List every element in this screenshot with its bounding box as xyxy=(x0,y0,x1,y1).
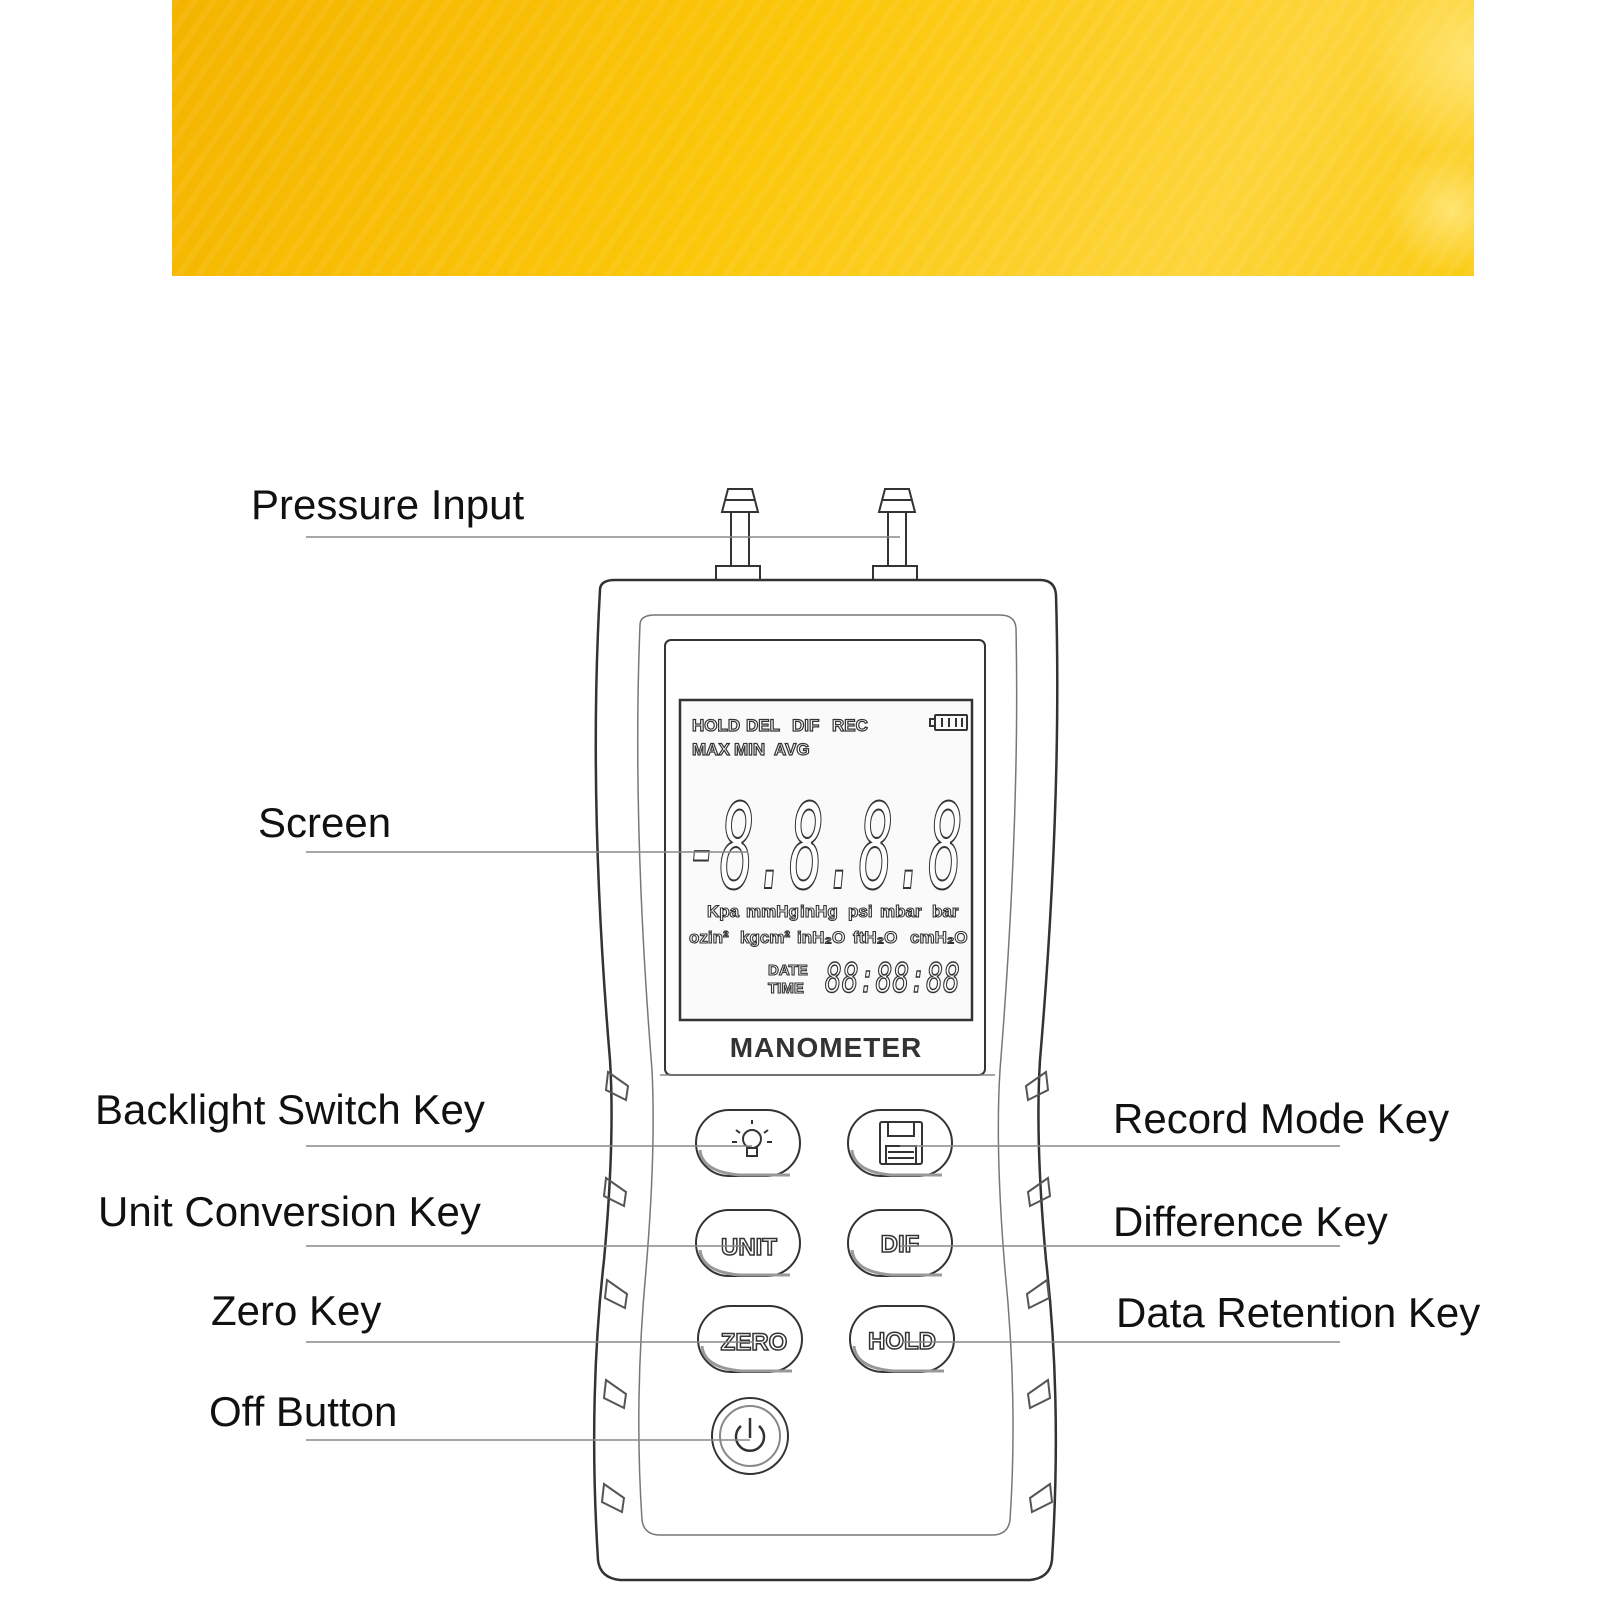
side-grips xyxy=(600,1070,1054,1514)
lcd-unit-mmhg: mmHg xyxy=(746,902,799,921)
label-off-button: Off Button xyxy=(209,1388,398,1435)
lcd-indicator-hold: HOLD xyxy=(692,716,740,735)
banner-stripes xyxy=(172,0,1474,276)
power-button[interactable] xyxy=(711,1397,789,1475)
lcd-indicator-max: MAX xyxy=(692,740,730,759)
lcd-main-reading: -8.8.8.8 xyxy=(685,778,963,916)
pressure-port-left xyxy=(715,488,761,581)
lcd-indicator-rec: REC xyxy=(832,716,868,735)
difference-button[interactable]: DIF xyxy=(847,1209,953,1277)
lcd-unit-psi: psi xyxy=(848,902,873,921)
lcd-unit-kgcm2: kgcm² xyxy=(740,928,790,947)
pressure-port-right xyxy=(872,488,918,581)
lcd-indicator-avg: AVG xyxy=(774,740,810,759)
lcd-time-label: TIME xyxy=(768,980,804,997)
device-brand-label: MANOMETER xyxy=(730,1032,923,1063)
hold-button[interactable]: HOLD xyxy=(849,1305,955,1373)
label-zero-key: Zero Key xyxy=(211,1287,382,1334)
label-unit-conversion-key: Unit Conversion Key xyxy=(98,1188,481,1235)
lcd-unit-inhg: inHg xyxy=(800,902,838,921)
backlight-button[interactable] xyxy=(695,1109,801,1177)
dif-button-label: DIF xyxy=(881,1231,920,1258)
lcd-unit-ozin2: ozin² xyxy=(689,928,729,947)
lcd-unit-bar: bar xyxy=(932,902,959,921)
label-pressure-input: Pressure Input xyxy=(251,481,525,528)
unit-conversion-button[interactable]: UNIT xyxy=(695,1209,801,1277)
lcd-indicator-min: MIN xyxy=(734,740,765,759)
device-inner-rim xyxy=(636,614,1018,1536)
lcd-time-reading: 88:88:88 xyxy=(825,956,960,1002)
label-backlight-switch-key: Backlight Switch Key xyxy=(95,1086,485,1133)
label-data-retention-key: Data Retention Key xyxy=(1116,1289,1481,1336)
zero-button[interactable]: ZERO xyxy=(697,1305,803,1373)
header-banner xyxy=(172,0,1474,276)
lcd-date-label: DATE xyxy=(768,962,808,979)
battery-icon xyxy=(929,714,968,731)
label-difference-key: Difference Key xyxy=(1113,1198,1388,1245)
lcd-unit-mbar: mbar xyxy=(880,902,922,921)
label-record-mode-key: Record Mode Key xyxy=(1113,1095,1450,1142)
lcd-screen xyxy=(678,698,974,1022)
record-mode-button[interactable] xyxy=(847,1109,953,1177)
unit-button-label: UNIT xyxy=(721,1234,777,1261)
lcd-unit-inh2o: inH₂O xyxy=(797,928,845,947)
label-screen: Screen xyxy=(258,799,392,846)
lcd-unit-fth2o: ftH₂O xyxy=(853,928,897,947)
lcd-unit-cmh2o: cmH₂O xyxy=(910,928,968,947)
lcd-indicator-del: DEL xyxy=(746,716,780,735)
lcd-unit-kpa: Kpa xyxy=(707,902,740,921)
lcd-indicator-dif: DIF xyxy=(792,716,819,735)
power-icon xyxy=(734,1418,766,1452)
lightbulb-icon xyxy=(732,1120,772,1157)
